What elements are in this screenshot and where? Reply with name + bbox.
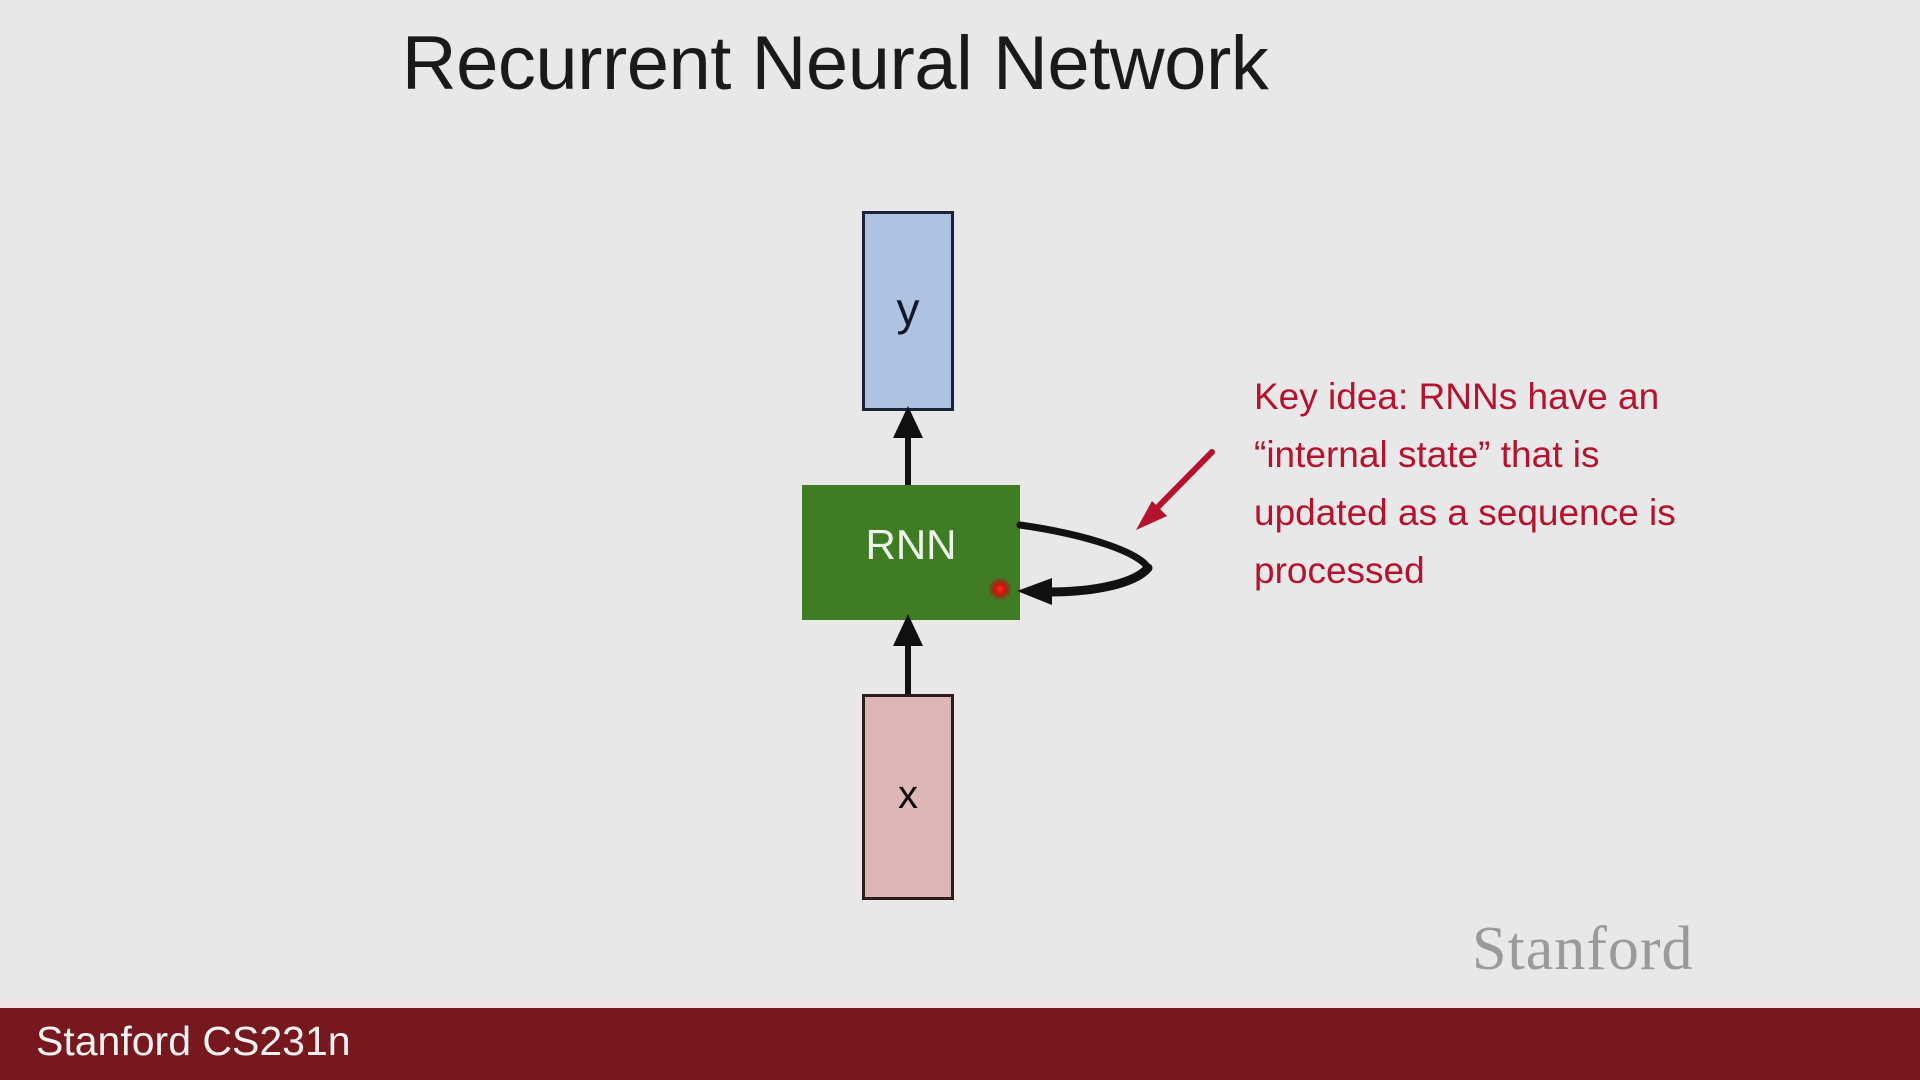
annotation-line-4: processed xyxy=(1254,550,1425,591)
diagram-node-rnn-label: RNN xyxy=(865,520,957,568)
diagram-node-y-label: y xyxy=(896,283,920,335)
annotation-text-block: Key idea: RNNs have an “internal state” … xyxy=(1254,368,1814,600)
diagram-node-y: y xyxy=(862,211,954,411)
stanford-wordmark: Stanford xyxy=(1472,915,1694,983)
footer-course-label: Stanford CS231n xyxy=(36,1018,351,1064)
annotation-pointer-arrow xyxy=(1136,449,1215,530)
annotation-line-1: Key idea: RNNs have an xyxy=(1254,376,1660,417)
diagram-node-x-label: x xyxy=(898,773,918,817)
laser-pointer-dot xyxy=(989,578,1011,600)
page-title: Recurrent Neural Network xyxy=(401,21,1269,106)
arrow-x-to-rnn xyxy=(893,614,923,694)
arrow-rnn-self-loop xyxy=(1016,521,1153,605)
footer-bar-highlight xyxy=(0,1000,1920,1008)
diagram-node-rnn: RNN xyxy=(802,485,1020,620)
arrow-rnn-to-y xyxy=(893,406,923,485)
footer-bar xyxy=(0,1008,1920,1080)
annotation-line-3: updated as a sequence is xyxy=(1254,492,1676,533)
diagram-node-x: x xyxy=(862,694,954,900)
annotation-line-2: “internal state” that is xyxy=(1254,434,1600,475)
